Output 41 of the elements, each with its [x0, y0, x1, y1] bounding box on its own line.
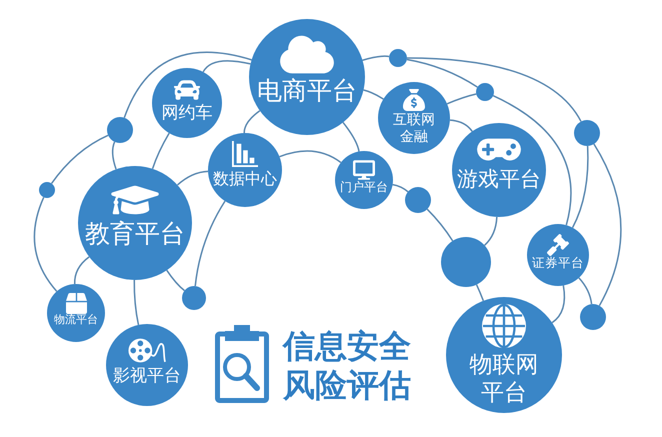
- node-label: 影视平台: [113, 366, 181, 386]
- connector-line: [593, 144, 622, 306]
- connector-line: [450, 119, 473, 132]
- connector-line: [34, 197, 58, 292]
- connector-line: [166, 270, 185, 292]
- connector-line: [426, 208, 454, 242]
- connector-line: [112, 142, 117, 170]
- node-label: 物联网平台: [468, 350, 540, 406]
- connector-line: [50, 134, 108, 184]
- connector-line: [363, 89, 384, 100]
- connector-line: [578, 277, 592, 304]
- node-label: 证券平台: [532, 256, 584, 270]
- title-text: 信息安全风险评估: [283, 327, 412, 405]
- connector-line: [194, 200, 226, 286]
- connector-line: [152, 132, 170, 170]
- connector-line: [572, 146, 589, 228]
- node-label: 电商平台: [257, 76, 357, 106]
- connector-line: [74, 256, 90, 284]
- connector-line: [484, 216, 498, 246]
- node-label: 互联网金融: [392, 111, 436, 145]
- node-label: 数据中心: [213, 170, 277, 190]
- node-label: 门户平台: [340, 180, 388, 194]
- connector-line: [552, 285, 566, 324]
- connector-line: [124, 52, 252, 118]
- connector-line: [202, 60, 251, 72]
- connector-line: [392, 184, 408, 192]
- connector-line: [492, 95, 572, 226]
- connector-line: [476, 284, 484, 302]
- connector-line: [446, 93, 476, 105]
- connector-line: [406, 57, 582, 122]
- connector-line: [279, 150, 342, 164]
- connector-line: [406, 58, 478, 88]
- connector-line: [177, 170, 208, 186]
- connector-line: [243, 110, 260, 134]
- node-label: 教育平台: [85, 219, 185, 249]
- node-label: 物流平台: [54, 314, 98, 328]
- connector-line: [362, 55, 390, 61]
- connector-line: [134, 280, 140, 326]
- connector-line: [342, 122, 360, 152]
- node-label: 网约车: [162, 102, 212, 124]
- node-label: 游戏平台: [457, 166, 541, 192]
